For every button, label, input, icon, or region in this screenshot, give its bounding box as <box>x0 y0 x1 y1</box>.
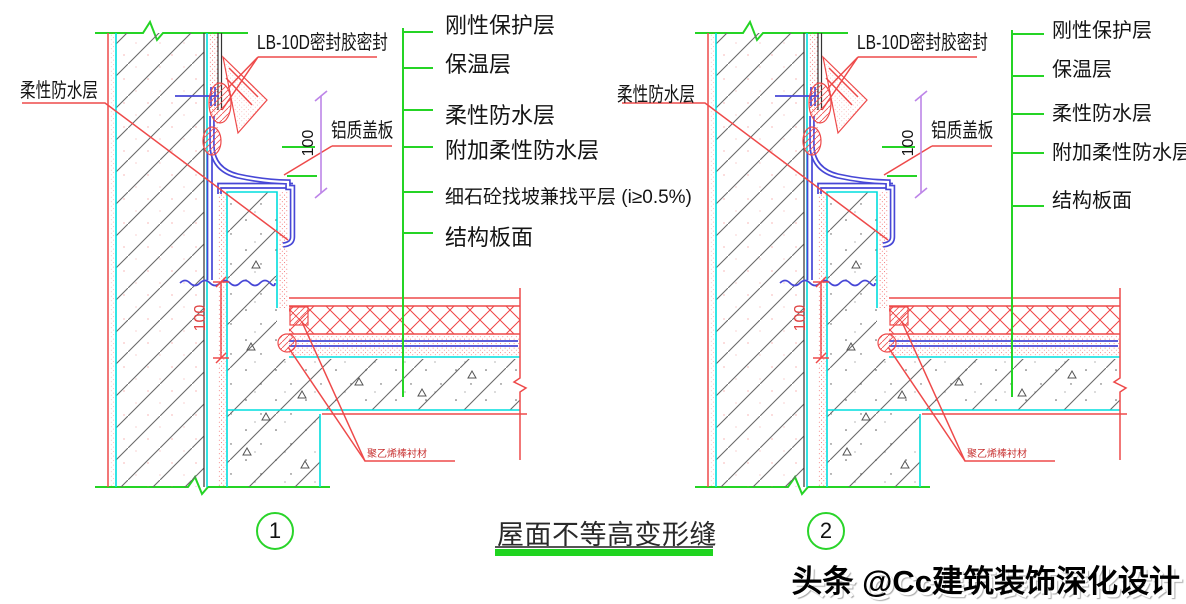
watermark: 头条 @Cc建筑装饰深化设计 <box>791 564 1180 599</box>
backer-rod-label-2: 聚乙烯棒衬材 <box>967 449 1027 460</box>
layer-label: 柔性防水层 <box>1052 103 1152 125</box>
detail-drawing <box>22 19 528 496</box>
layer-label: 柔性防水层 <box>445 103 556 128</box>
layer-label: 细石砼找坡兼找平层 (i≥0.5%) <box>445 187 692 208</box>
low-roof-structure <box>218 191 528 487</box>
layer-label: 保温层 <box>1052 59 1112 81</box>
label-line-detail1 <box>402 28 433 397</box>
layer-label: 附加柔性防水层 <box>445 138 600 163</box>
high-wall <box>107 33 223 487</box>
dimension-upstand <box>213 276 229 364</box>
backer-rods <box>277 306 309 353</box>
sealant-label-1: LB-10D密封胶密封 <box>257 32 388 54</box>
leader-lines <box>22 56 455 462</box>
wall-label-1: 柔性防水层 <box>20 80 98 102</box>
title-underline-thin <box>495 546 713 548</box>
wall-label-2: 柔性防水层 <box>617 84 695 106</box>
sealant-label-2: LB-10D密封胶密封 <box>857 32 988 54</box>
dimension-cover <box>282 90 328 199</box>
sealant <box>202 55 268 156</box>
upstand-dim-1: 100 <box>192 304 209 332</box>
cover-plate-label-2: 铝质盖板 <box>931 120 994 142</box>
drawing-title: 屋面不等高变形缝 <box>497 520 717 550</box>
detail-number-1: 1 <box>256 512 294 550</box>
label-line-detail2 <box>1011 30 1044 397</box>
layer-label: 保温层 <box>445 52 512 77</box>
layer-label: 结构板面 <box>445 225 534 250</box>
layer-label: 刚性保护层 <box>1052 20 1152 42</box>
layer-label: 刚性保护层 <box>445 13 556 38</box>
cover-plate-label-1: 铝质盖板 <box>331 120 394 142</box>
detail-number-2: 2 <box>807 512 845 550</box>
layer-label: 附加柔性防水层 <box>1052 142 1186 164</box>
cover-dim-2: 100 <box>900 129 917 157</box>
cover-dim-1: 100 <box>300 129 317 157</box>
backer-rod-label-1: 聚乙烯棒衬材 <box>367 449 427 460</box>
upstand-dim-2: 100 <box>792 304 809 332</box>
layer-label: 结构板面 <box>1052 190 1132 212</box>
title-underline-green <box>495 549 713 556</box>
